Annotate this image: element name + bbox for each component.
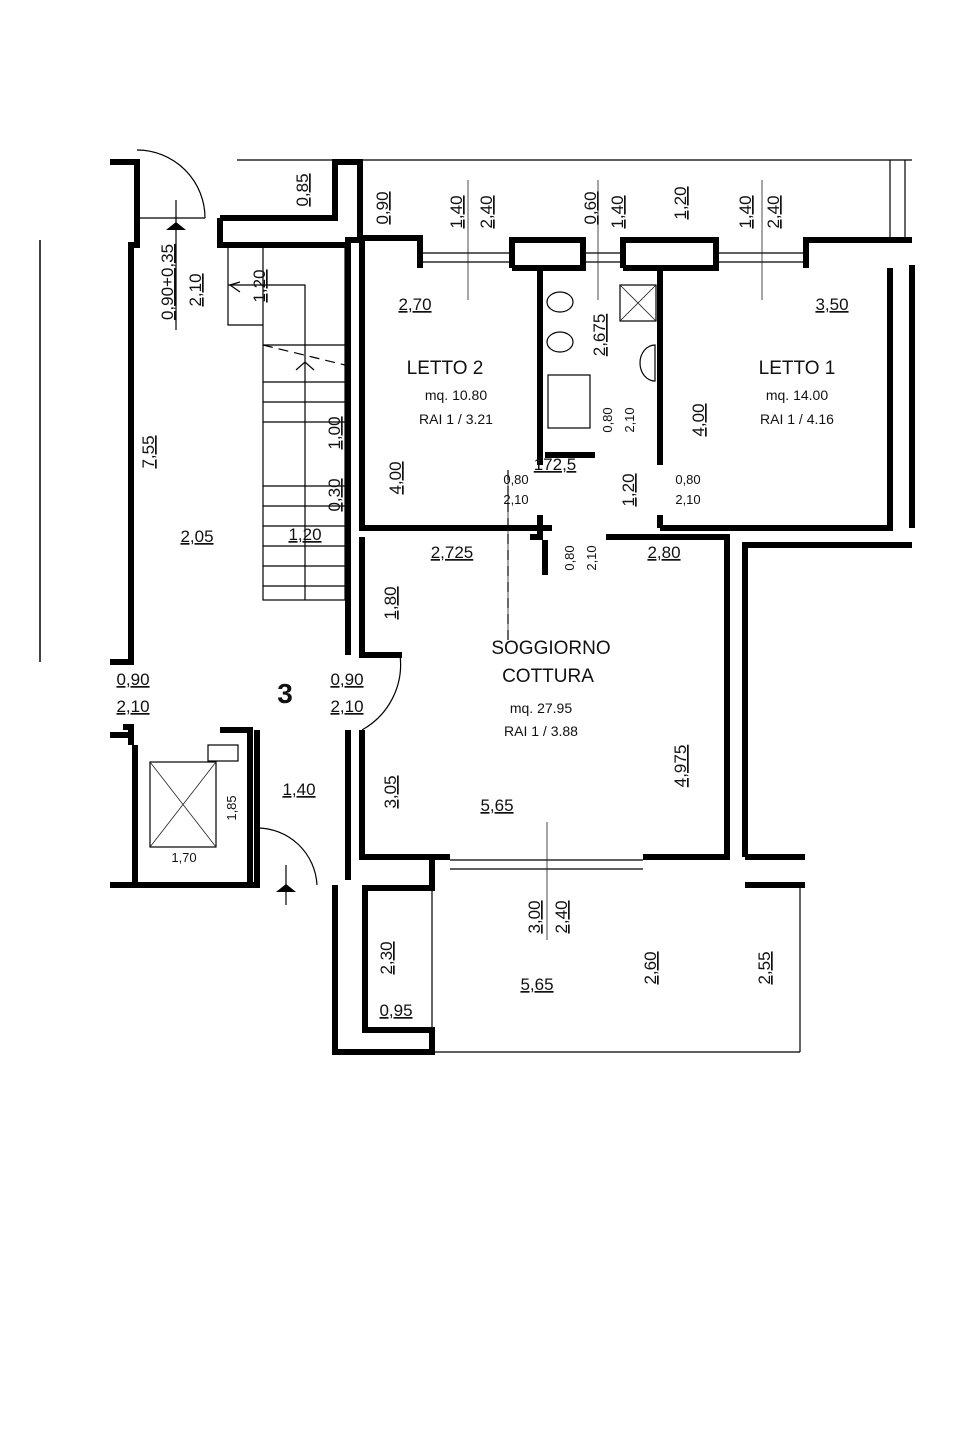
dimension-label: 2,40 [764, 195, 783, 228]
dimension-label: 5,65 [520, 975, 553, 994]
dimension-label: 1,80 [381, 586, 400, 619]
room-name-soggiorno: SOGGIORNO [491, 638, 610, 659]
unit-number: 3 [277, 678, 293, 709]
room-area-letto-2: mq. 10.80 [425, 387, 487, 403]
dimension-label: 2,725 [431, 543, 474, 562]
door-width: 0,80 [675, 472, 700, 487]
door-width: 0,80 [503, 472, 528, 487]
horizontal-dimensions: 2,70 3,50 172,5 2,05 1,20 2,725 2,80 1,4… [171, 295, 848, 1020]
dimension-label: 4,975 [671, 745, 690, 788]
dimension-label: 2,60 [641, 951, 660, 984]
dimension-label: 3,50 [815, 295, 848, 314]
dimension-label: 172,5 [534, 455, 577, 474]
door-dimensions: 0,80 2,10 0,80 2,10 0,90 2,10 0,90 2,10 … [116, 407, 700, 716]
dimension-label: 0,95 [379, 1001, 412, 1020]
doors [136, 149, 402, 905]
room-rai-soggiorno: RAI 1 / 3.88 [504, 723, 578, 739]
walls [39, 159, 915, 1055]
dimension-label: 2,05 [180, 527, 213, 546]
dimension-label: 0,85 [293, 173, 312, 206]
bathroom-fixtures [546, 284, 657, 429]
dimension-label: 3,05 [381, 775, 400, 808]
dimension-label: 4,00 [386, 461, 405, 494]
room-rai-letto-1: RAI 1 / 4.16 [760, 411, 834, 427]
door-height: 2,10 [116, 697, 149, 716]
dimension-label: 5,65 [480, 796, 513, 815]
dimension-label: 0,90+0,35 [158, 244, 177, 320]
dimension-lines [467, 180, 763, 940]
door-height: 2,10 [622, 407, 637, 432]
dimension-label: 2,10 [186, 273, 205, 306]
door-height: 2,10 [584, 545, 599, 570]
door-height: 2,10 [330, 697, 363, 716]
door-height: 2,10 [503, 492, 528, 507]
dimension-label: 1,20 [250, 269, 269, 302]
dimension-label: 1,20 [671, 186, 690, 219]
dimension-label: 1,70 [171, 850, 196, 865]
room-area-soggiorno: mq. 27.95 [510, 700, 572, 716]
dimension-label: 2,40 [477, 195, 496, 228]
door-width: 0,80 [562, 545, 577, 570]
dimension-label: 1,40 [282, 780, 315, 799]
dimension-label: 4,00 [689, 403, 708, 436]
door-width: 0,80 [600, 407, 615, 432]
dimension-label: 2,675 [590, 314, 609, 357]
dimension-label: 1,40 [608, 195, 627, 228]
door-width: 0,90 [116, 670, 149, 689]
dimension-label: 1,00 [325, 416, 344, 449]
room-name-letto-2: LETTO 2 [407, 358, 484, 379]
dimension-label: 0,30 [325, 478, 344, 511]
dimension-label: 2,80 [647, 543, 680, 562]
room-rai-letto-2: RAI 1 / 3.21 [419, 411, 493, 427]
dimension-label: 1,40 [736, 195, 755, 228]
dimension-label: 1,20 [619, 473, 638, 506]
dimension-label: 2,40 [552, 900, 571, 933]
room-area-letto-1: mq. 14.00 [766, 387, 828, 403]
dimension-label: 0,60 [581, 191, 600, 224]
dimension-label: 2,30 [377, 941, 396, 974]
stairs [227, 244, 346, 601]
dimension-label: 0,90 [373, 191, 392, 224]
dimension-label: 1,40 [447, 195, 466, 228]
dimension-label: 1,20 [288, 525, 321, 544]
dimension-label: 2,55 [755, 951, 774, 984]
door-height: 2,10 [675, 492, 700, 507]
dimension-label: 7,55 [139, 435, 158, 468]
room-name-cottura: COTTURA [502, 666, 594, 687]
dimension-label: 1,85 [224, 795, 239, 820]
dimension-label: 3,00 [525, 900, 544, 933]
room-name-letto-1: LETTO 1 [759, 358, 836, 379]
vertical-dimensions: 0,85 0,90 1,40 2,40 0,60 1,40 1,20 1,40 … [139, 173, 783, 984]
dimension-label: 2,70 [398, 295, 431, 314]
door-width: 0,90 [330, 670, 363, 689]
